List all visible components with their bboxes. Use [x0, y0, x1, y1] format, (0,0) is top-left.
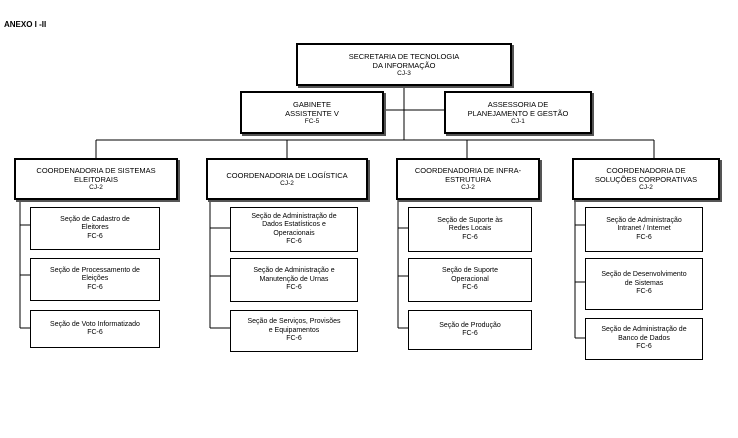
org-box-title: ASSESSORIA DE PLANEJAMENTO E GESTÃO: [467, 99, 569, 118]
org-box-coord-sistemas-eleitorais: COORDENADORIA DE SISTEMAS ELEITORAIS CJ-…: [14, 158, 178, 200]
section-code: FC-6: [462, 233, 478, 241]
org-box-title: SECRETARIA DE TECNOLOGIA DA INFORMAÇÃO: [348, 51, 460, 70]
org-box-secretaria: SECRETARIA DE TECNOLOGIA DA INFORMAÇÃO C…: [296, 43, 512, 86]
org-box-title: COORDENADORIA DE SOLUÇÕES CORPORATIVAS: [594, 166, 698, 184]
section-code: FC-6: [87, 232, 103, 240]
org-box-section: Seção de Produção FC-6: [408, 310, 532, 350]
org-box-gabinete: GABINETE ASSISTENTE V FC-5: [240, 91, 384, 134]
annex-title: ANEXO I -II: [4, 20, 47, 29]
org-box-title: COORDENADORIA DE INFRA- ESTRUTURA: [414, 166, 522, 184]
section-code: FC-6: [462, 284, 478, 292]
section-code: FC-6: [286, 284, 302, 292]
section-title: Seção de Suporte Operacional: [441, 267, 499, 283]
org-box-code: CJ-1: [511, 117, 525, 125]
section-title: Seção de Produção: [439, 321, 501, 329]
section-title: Seção de Administração de Dados Estatíst…: [251, 212, 337, 237]
org-box-section: Seção de Administração e Manutenção de U…: [230, 258, 358, 302]
org-box-title: COORDENADORIA DE LOGÍSTICA: [226, 170, 348, 180]
org-box-section: Seção de Serviços, Provisões e Equipamen…: [230, 310, 358, 352]
org-box-section: Seção de Processamento de Eleições FC-6: [30, 258, 160, 301]
org-box-section: Seção de Suporte Operacional FC-6: [408, 258, 532, 302]
org-box-section: Seção de Administração de Banco de Dados…: [585, 318, 703, 360]
org-box-code: FC-5: [304, 117, 320, 125]
section-title: Seção de Administração Intranet / Intern…: [606, 216, 682, 233]
org-box-section: Seção de Administração de Dados Estatíst…: [230, 207, 358, 252]
org-box-title: COORDENADORIA DE SISTEMAS ELEITORAIS: [36, 166, 156, 184]
org-box-section: Seção de Suporte às Redes Locais FC-6: [408, 207, 532, 252]
section-code: FC-6: [636, 233, 652, 241]
org-box-section: Seção de Desenvolvimento de Sistemas FC-…: [585, 258, 703, 310]
org-box-code: CJ-2: [639, 184, 653, 191]
section-title: Seção de Cadastro de Eleitores: [60, 215, 130, 232]
section-title: Seção de Desenvolvimento de Sistemas: [601, 271, 687, 287]
section-title: Seção de Administração de Banco de Dados: [601, 326, 687, 342]
org-box-coord-infraestrutura: COORDENADORIA DE INFRA- ESTRUTURA CJ-2: [396, 158, 540, 200]
section-title: Seção de Serviços, Provisões e Equipamen…: [247, 318, 341, 334]
org-box-code: CJ-2: [280, 179, 294, 187]
org-box-section: Seção de Cadastro de Eleitores FC-6: [30, 207, 160, 250]
section-title: Seção de Processamento de Eleições: [50, 266, 140, 283]
org-box-section: Seção de Voto Informatizado FC-6: [30, 310, 160, 348]
org-box-code: CJ-2: [89, 184, 103, 191]
section-title: Seção de Voto Informatizado: [50, 320, 140, 328]
section-code: FC-6: [462, 330, 478, 337]
org-box-title: GABINETE ASSISTENTE V: [285, 99, 339, 118]
section-code: FC-6: [286, 238, 302, 245]
section-title: Seção de Administração e Manutenção de U…: [253, 267, 335, 283]
org-box-code: CJ-3: [397, 69, 411, 77]
section-code: FC-6: [636, 343, 652, 351]
section-code: FC-6: [286, 335, 302, 343]
section-code: FC-6: [87, 283, 103, 291]
org-box-code: CJ-2: [461, 184, 475, 191]
org-box-section: Seção de Administração Intranet / Intern…: [585, 207, 703, 252]
section-code: FC-6: [636, 288, 652, 296]
section-code: FC-6: [87, 329, 103, 336]
org-box-coord-logistica: COORDENADORIA DE LOGÍSTICA CJ-2: [206, 158, 368, 200]
org-box-coord-solucoes-corporativas: COORDENADORIA DE SOLUÇÕES CORPORATIVAS C…: [572, 158, 720, 200]
section-title: Seção de Suporte às Redes Locais: [437, 216, 503, 233]
org-box-assessoria: ASSESSORIA DE PLANEJAMENTO E GESTÃO CJ-1: [444, 91, 592, 134]
